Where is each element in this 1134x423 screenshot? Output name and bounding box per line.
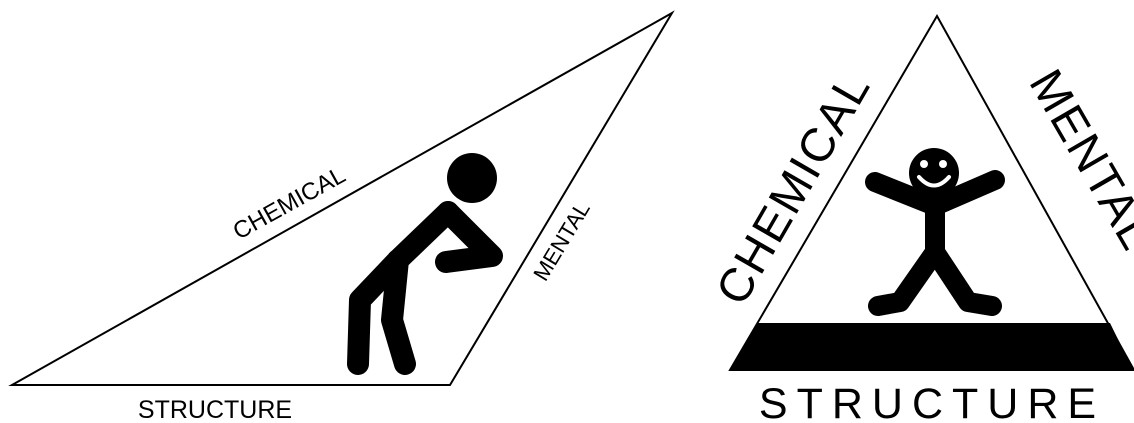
balanced-triangle-diagram: CHEMICAL MENTAL STRUCTURE: [705, 16, 1134, 423]
chemical-side-label: CHEMICAL: [705, 62, 880, 313]
mental-side-label: MENTAL: [528, 197, 595, 285]
smiling-stick-figure-icon: [875, 148, 995, 306]
unbalanced-triangle-diagram: CHEMICAL MENTAL STRUCTURE: [12, 13, 672, 423]
chemical-side-label: CHEMICAL: [229, 162, 351, 246]
structure-base-label: STRUCTURE: [138, 396, 292, 423]
structure-base-label: STRUCTURE: [759, 380, 1105, 423]
structure-base-band: [730, 323, 1133, 370]
mental-side-label: MENTAL: [1020, 60, 1134, 259]
slumped-stick-figure-icon: [358, 153, 497, 364]
